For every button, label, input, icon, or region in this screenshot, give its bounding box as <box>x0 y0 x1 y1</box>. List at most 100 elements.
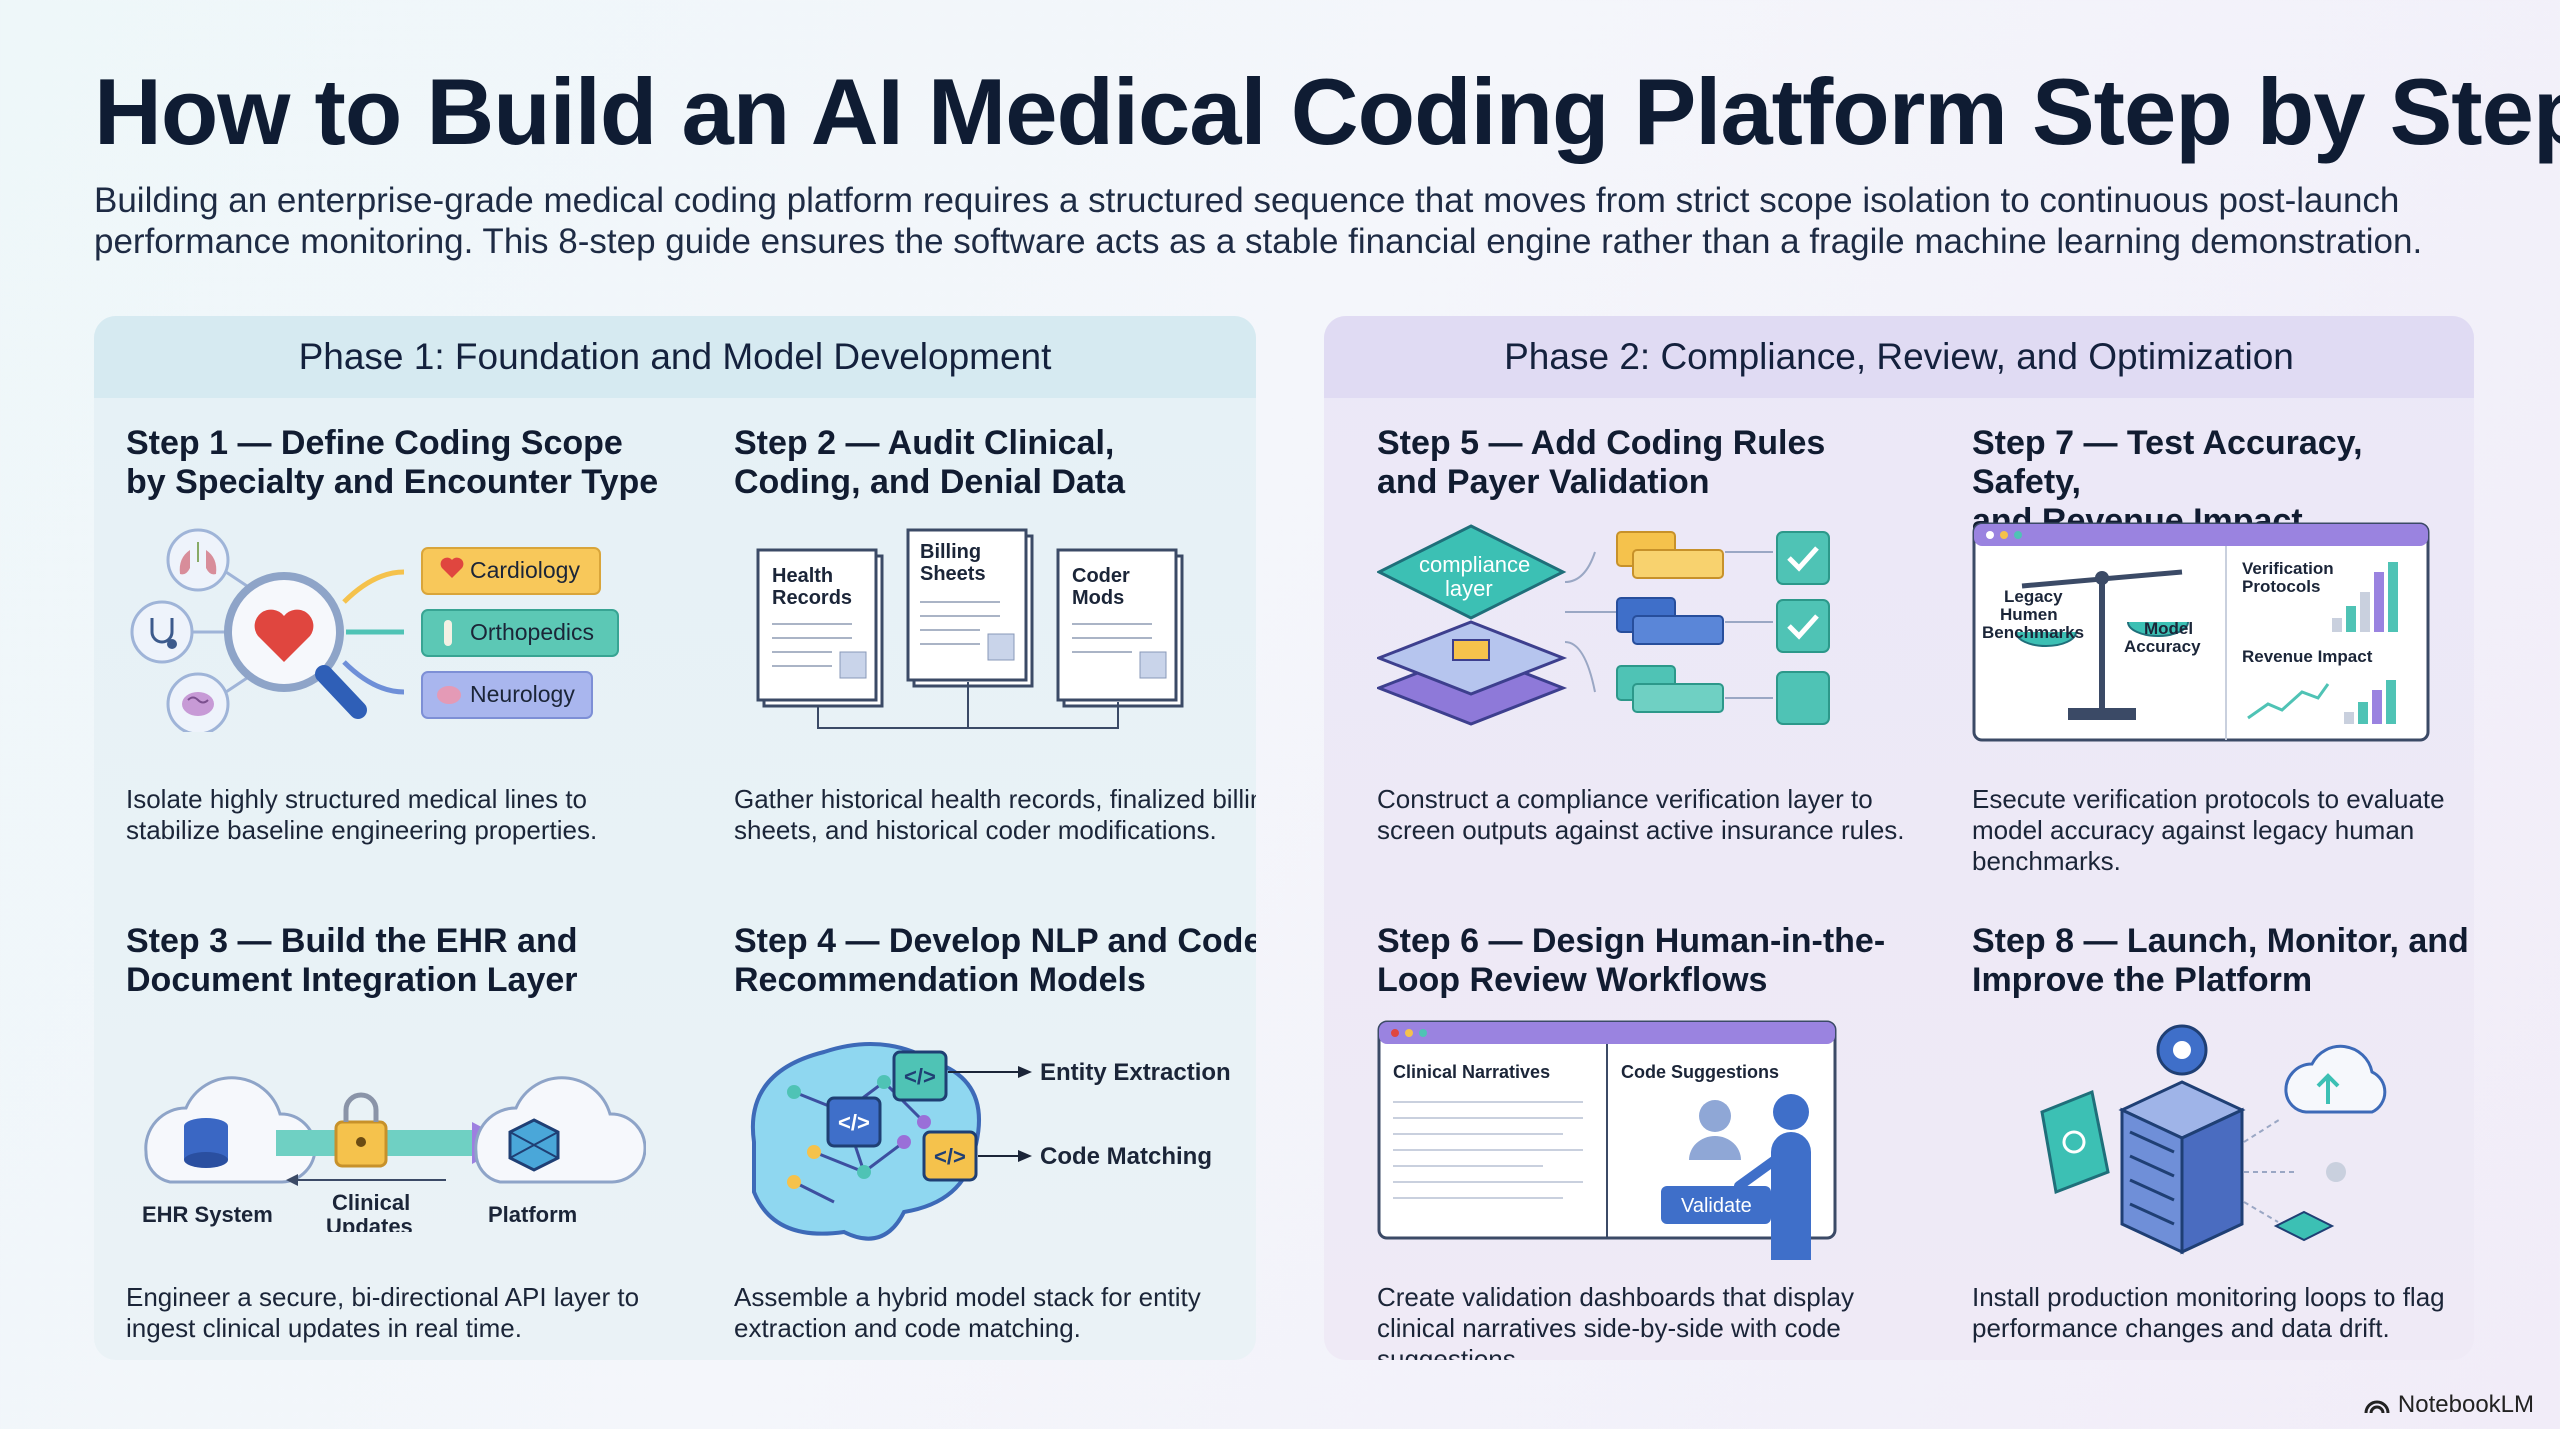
phase-1-title: Phase 1: Foundation and Model Developmen… <box>94 316 1256 398</box>
heart-icon <box>440 557 464 578</box>
step-1-description: Isolate highly structured medical lines … <box>126 784 598 845</box>
notebooklm-logo-icon <box>2364 1400 2390 1414</box>
reviewer-person-icon <box>1689 1094 1811 1260</box>
settings-small-icon <box>2326 1162 2346 1182</box>
gear-icon <box>2156 1024 2208 1076</box>
label-clinical-narratives: Clinical Narratives <box>1393 1062 1550 1082</box>
step-6-description: Create validation dashboards that displa… <box>1377 1282 1854 1360</box>
step-3-illustration: EHR System Clinical Updates Platform <box>126 1032 646 1232</box>
svg-text:</>: </> <box>838 1110 870 1135</box>
trend-line-icon <box>2247 683 2330 720</box>
code-chip-icon-amber: </> <box>922 1130 978 1182</box>
svg-text:Revenue Impact: Revenue Impact <box>2242 647 2373 666</box>
balance-scale-icon <box>2015 569 2189 720</box>
health-records-doc: Health Records <box>756 548 884 708</box>
phase-2-title: Phase 2: Compliance, Review, and Optimiz… <box>1324 316 2474 398</box>
lock-icon <box>334 1092 388 1168</box>
bone-icon <box>444 620 452 646</box>
upload-cloud-icon <box>2284 1044 2387 1114</box>
billing-sheets-doc: Billing Sheets <box>906 528 1034 688</box>
svg-text:Mods: Mods <box>1072 587 1124 609</box>
svg-text:Accuracy: Accuracy <box>2124 637 2201 656</box>
brand-name: NotebookLM <box>2397 1391 2534 1418</box>
label-ehr-system: EHR System <box>142 1202 273 1227</box>
step-3-description: Engineer a secure, bi-directional API la… <box>126 1282 640 1343</box>
step-2-description: Gather historical health records, finali… <box>734 784 1256 845</box>
label-updates: Updates <box>326 1214 413 1232</box>
svg-text:Health: Health <box>772 565 833 587</box>
check-icon-1 <box>1776 531 1830 585</box>
code-chip-icon-teal: </> <box>892 1050 948 1102</box>
step-4-description: Assemble a hybrid model stack for entity… <box>734 1282 1201 1343</box>
step-1-illustration: Cardiology Orthopedics Neurology <box>126 522 646 732</box>
label-code-matching: Code Matching <box>1040 1143 1212 1170</box>
step-7-description: Esecute verification protocols to evalua… <box>1972 784 2445 876</box>
small-brain-icon <box>437 686 461 704</box>
magnifier-heart-icon <box>224 572 367 719</box>
svg-text:Protocols: Protocols <box>2242 577 2320 596</box>
data-chip-icon <box>2273 1210 2335 1242</box>
svg-text:</>: </> <box>934 1144 966 1169</box>
folder-icon <box>2040 1089 2110 1195</box>
brain-icon <box>182 692 214 716</box>
svg-text:compliance: compliance <box>1419 552 1530 577</box>
svg-text:Verification: Verification <box>2242 559 2334 578</box>
step-5-description: Construct a compliance verification laye… <box>1377 784 1905 845</box>
svg-text:Legacy: Legacy <box>2004 587 2063 606</box>
svg-text:Records: Records <box>772 587 852 609</box>
svg-text:layer: layer <box>1445 576 1493 601</box>
step-6-illustration: Clinical Narratives Code Suggestions Val… <box>1377 1020 1857 1270</box>
svg-text:</>: </> <box>904 1064 936 1089</box>
svg-text:Sheets: Sheets <box>920 563 986 585</box>
svg-text:Humen: Humen <box>2000 605 2058 624</box>
server-rack-icon <box>2118 1080 2246 1255</box>
step-6-title: Step 6 — Design Human-in-the-Loop Review… <box>1377 922 1886 999</box>
rule-card-amber <box>1616 531 1724 579</box>
tag-orthopedics: Orthopedics <box>470 619 594 645</box>
phase-1-panel: Phase 1: Foundation and Model Developmen… <box>94 316 1256 1360</box>
step-8-description: Install production monitoring loops to f… <box>1972 1282 2445 1343</box>
ehr-cloud-icon <box>144 1076 317 1184</box>
step-5-illustration: compliance layer <box>1377 522 1877 742</box>
phase-2-panel: Phase 2: Compliance, Review, and Optimiz… <box>1324 316 2474 1360</box>
rule-card-teal <box>1616 665 1724 713</box>
label-entity-extraction: Entity Extraction <box>1040 1059 1231 1086</box>
pending-box-icon <box>1776 671 1830 725</box>
bar-chart-icon-1 <box>2332 562 2398 632</box>
svg-text:Benchmarks: Benchmarks <box>1982 623 2084 642</box>
code-chip-icon-blue: </> <box>826 1096 882 1148</box>
step-2-illustration: Health Records Billing Sheets Coder <box>754 522 1214 742</box>
check-icon-2 <box>1776 599 1830 653</box>
tag-cardiology: Cardiology <box>470 557 580 583</box>
step-6: Step 6 — Design Human-in-the-Loop Review… <box>1377 922 1917 1360</box>
step-2: Step 2 — Audit Clinical,Coding, and Deni… <box>734 424 1256 845</box>
step-4-illustration: </> </> </> Entity Extraction Code Match… <box>734 1032 1254 1252</box>
svg-text:Billing: Billing <box>920 541 981 563</box>
platform-cloud-icon <box>474 1076 646 1184</box>
step-2-title: Step 2 — Audit Clinical,Coding, and Deni… <box>734 424 1126 501</box>
page-subtitle: Building an enterprise-grade medical cod… <box>94 181 2423 261</box>
page-title: How to Build an AI Medical Coding Platfo… <box>94 59 2560 164</box>
svg-text:Coder: Coder <box>1072 565 1130 587</box>
compliance-layer-stack-icon: compliance layer <box>1377 524 1568 726</box>
coder-mods-doc: Coder Mods <box>1056 548 1184 708</box>
validate-button[interactable] <box>1661 1186 1771 1224</box>
step-7: Step 7 — Test Accuracy, Safety,and Reven… <box>1972 424 2472 876</box>
bar-chart-icon-2 <box>2344 680 2396 724</box>
svg-text:Model: Model <box>2144 619 2193 638</box>
brand-footer: NotebookLM <box>2364 1391 2534 1419</box>
label-clinical: Clinical <box>332 1190 410 1215</box>
tag-neurology: Neurology <box>470 681 575 707</box>
step-7-illustration: Legacy Humen Benchmarks Model Accuracy V… <box>1972 522 2452 748</box>
label-code-suggestions: Code Suggestions <box>1621 1062 1779 1082</box>
